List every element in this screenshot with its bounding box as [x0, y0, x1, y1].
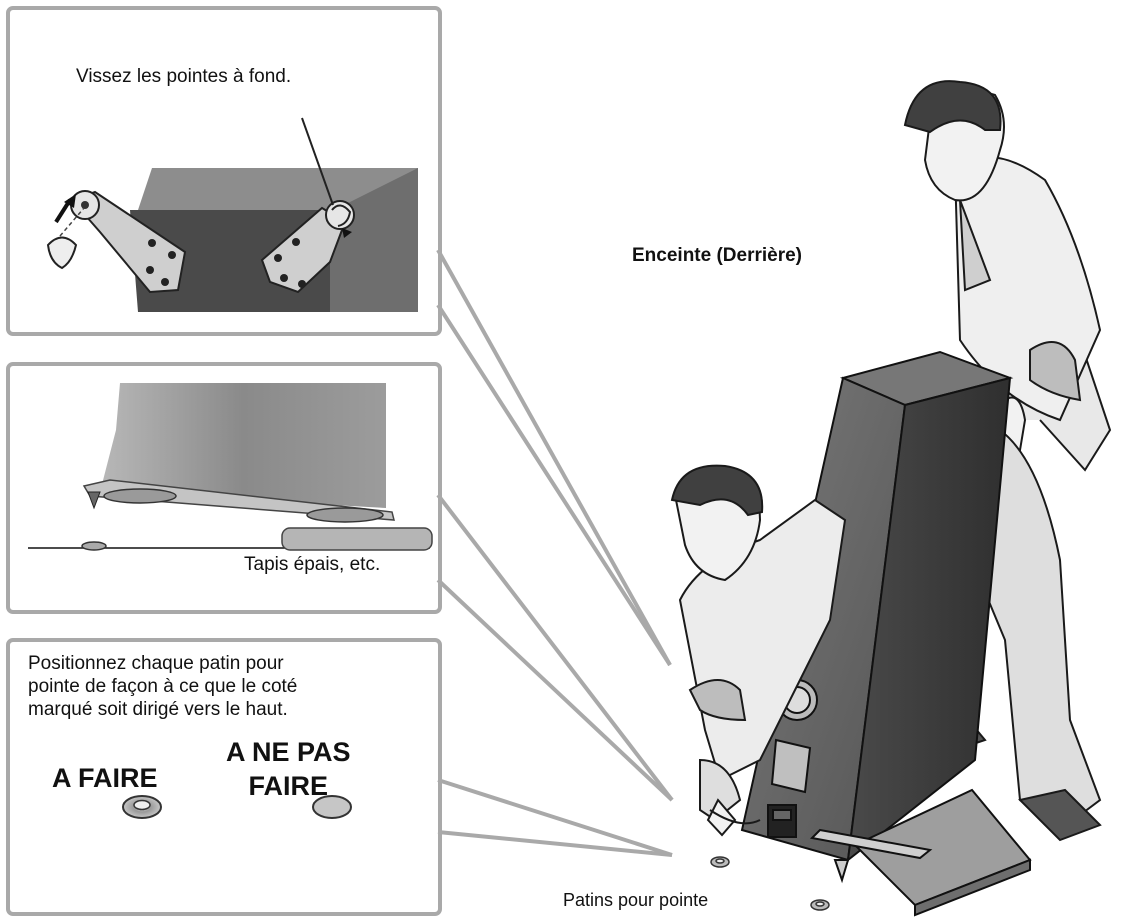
panel-tighten-spikes — [6, 6, 442, 336]
floor-spike-pads — [710, 856, 830, 911]
panel-pad-orientation — [6, 638, 442, 916]
speaker-back-label: Enceinte (Derrière) — [632, 245, 803, 266]
spike-brackets-drawing — [46, 117, 418, 312]
pad-orientation-line: Positionnez chaque patin pour — [28, 653, 284, 674]
thick-carpet-caption: Tapis épais, etc. — [244, 554, 381, 575]
dont-label: A NE PAS FAIRE — [226, 736, 351, 804]
left-bracket — [46, 190, 187, 294]
spike-pad-marked-icon — [122, 795, 162, 819]
tighten-spikes-caption: Vissez les pointes à fond. — [76, 66, 292, 87]
dont-label-line: FAIRE — [248, 770, 329, 801]
callout-lines — [436, 249, 674, 857]
floor-plate — [809, 788, 1032, 917]
pad-orientation-line: marqué soit dirigé vers le haut. — [28, 699, 288, 720]
spike-pad-unmarked-icon — [312, 795, 352, 819]
crouching-man — [670, 464, 847, 837]
panel-thick-carpet — [6, 362, 442, 614]
pad-orientation-caption: Positionnez chaque patin pour pointe de … — [28, 652, 297, 721]
pad-orientation-line: pointe de façon à ce que le coté — [28, 676, 298, 697]
spike-pads-label: Patins pour pointe — [563, 890, 709, 910]
dont-label-line: A NE PAS — [226, 737, 351, 767]
right-bracket — [260, 117, 355, 294]
carpet-drawing — [28, 383, 433, 551]
do-label: A FAIRE — [52, 763, 158, 793]
